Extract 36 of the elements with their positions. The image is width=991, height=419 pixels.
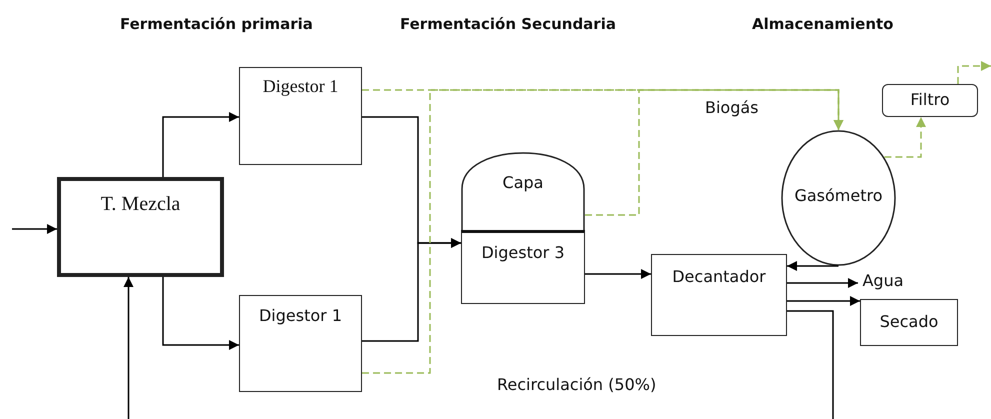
process-box — [860, 299, 958, 346]
flow-arrow — [162, 277, 239, 350]
flow-arrow — [585, 269, 651, 279]
process-box — [239, 67, 362, 165]
process-box — [461, 230, 585, 304]
process-box — [651, 254, 787, 336]
node-label: Digestor 1 — [262, 76, 340, 97]
node-label: Secado — [878, 312, 940, 331]
process-box — [57, 177, 224, 277]
node-label: Decantador — [671, 267, 767, 286]
process-box — [239, 295, 362, 392]
node-label: Filtro — [909, 90, 951, 109]
node-label: Gasómetro — [793, 186, 884, 205]
dome-cover — [461, 151, 585, 230]
flow-arrow — [787, 261, 838, 271]
section-heading: Fermentación Secundaria — [400, 15, 616, 33]
flow-note: Recirculación (50%) — [497, 375, 656, 394]
node-label: T. Mezcla — [100, 193, 182, 216]
gas-pipe-arrow — [585, 89, 844, 216]
section-heading: Almacenamiento — [752, 15, 894, 33]
node-label: Agua — [861, 271, 905, 290]
section-heading: Fermentación primaria — [120, 15, 313, 33]
flow-arrow — [362, 238, 461, 342]
flow-arrow — [12, 224, 57, 234]
gas-pipe-arrow — [884, 117, 926, 158]
flow-arrow — [787, 296, 860, 306]
node-label: Digestor 1 — [258, 306, 343, 325]
flow-note: Biogás — [705, 98, 759, 117]
gas-holder-ellipse — [781, 130, 896, 266]
flow-arrow — [787, 278, 858, 288]
node-label: Capa — [502, 173, 544, 192]
gas-pipe-arrow — [957, 61, 991, 84]
node-label: Digestor 3 — [480, 243, 566, 262]
flow-arrow — [162, 112, 239, 177]
flow-arrow — [124, 277, 134, 419]
process-box — [882, 84, 978, 117]
